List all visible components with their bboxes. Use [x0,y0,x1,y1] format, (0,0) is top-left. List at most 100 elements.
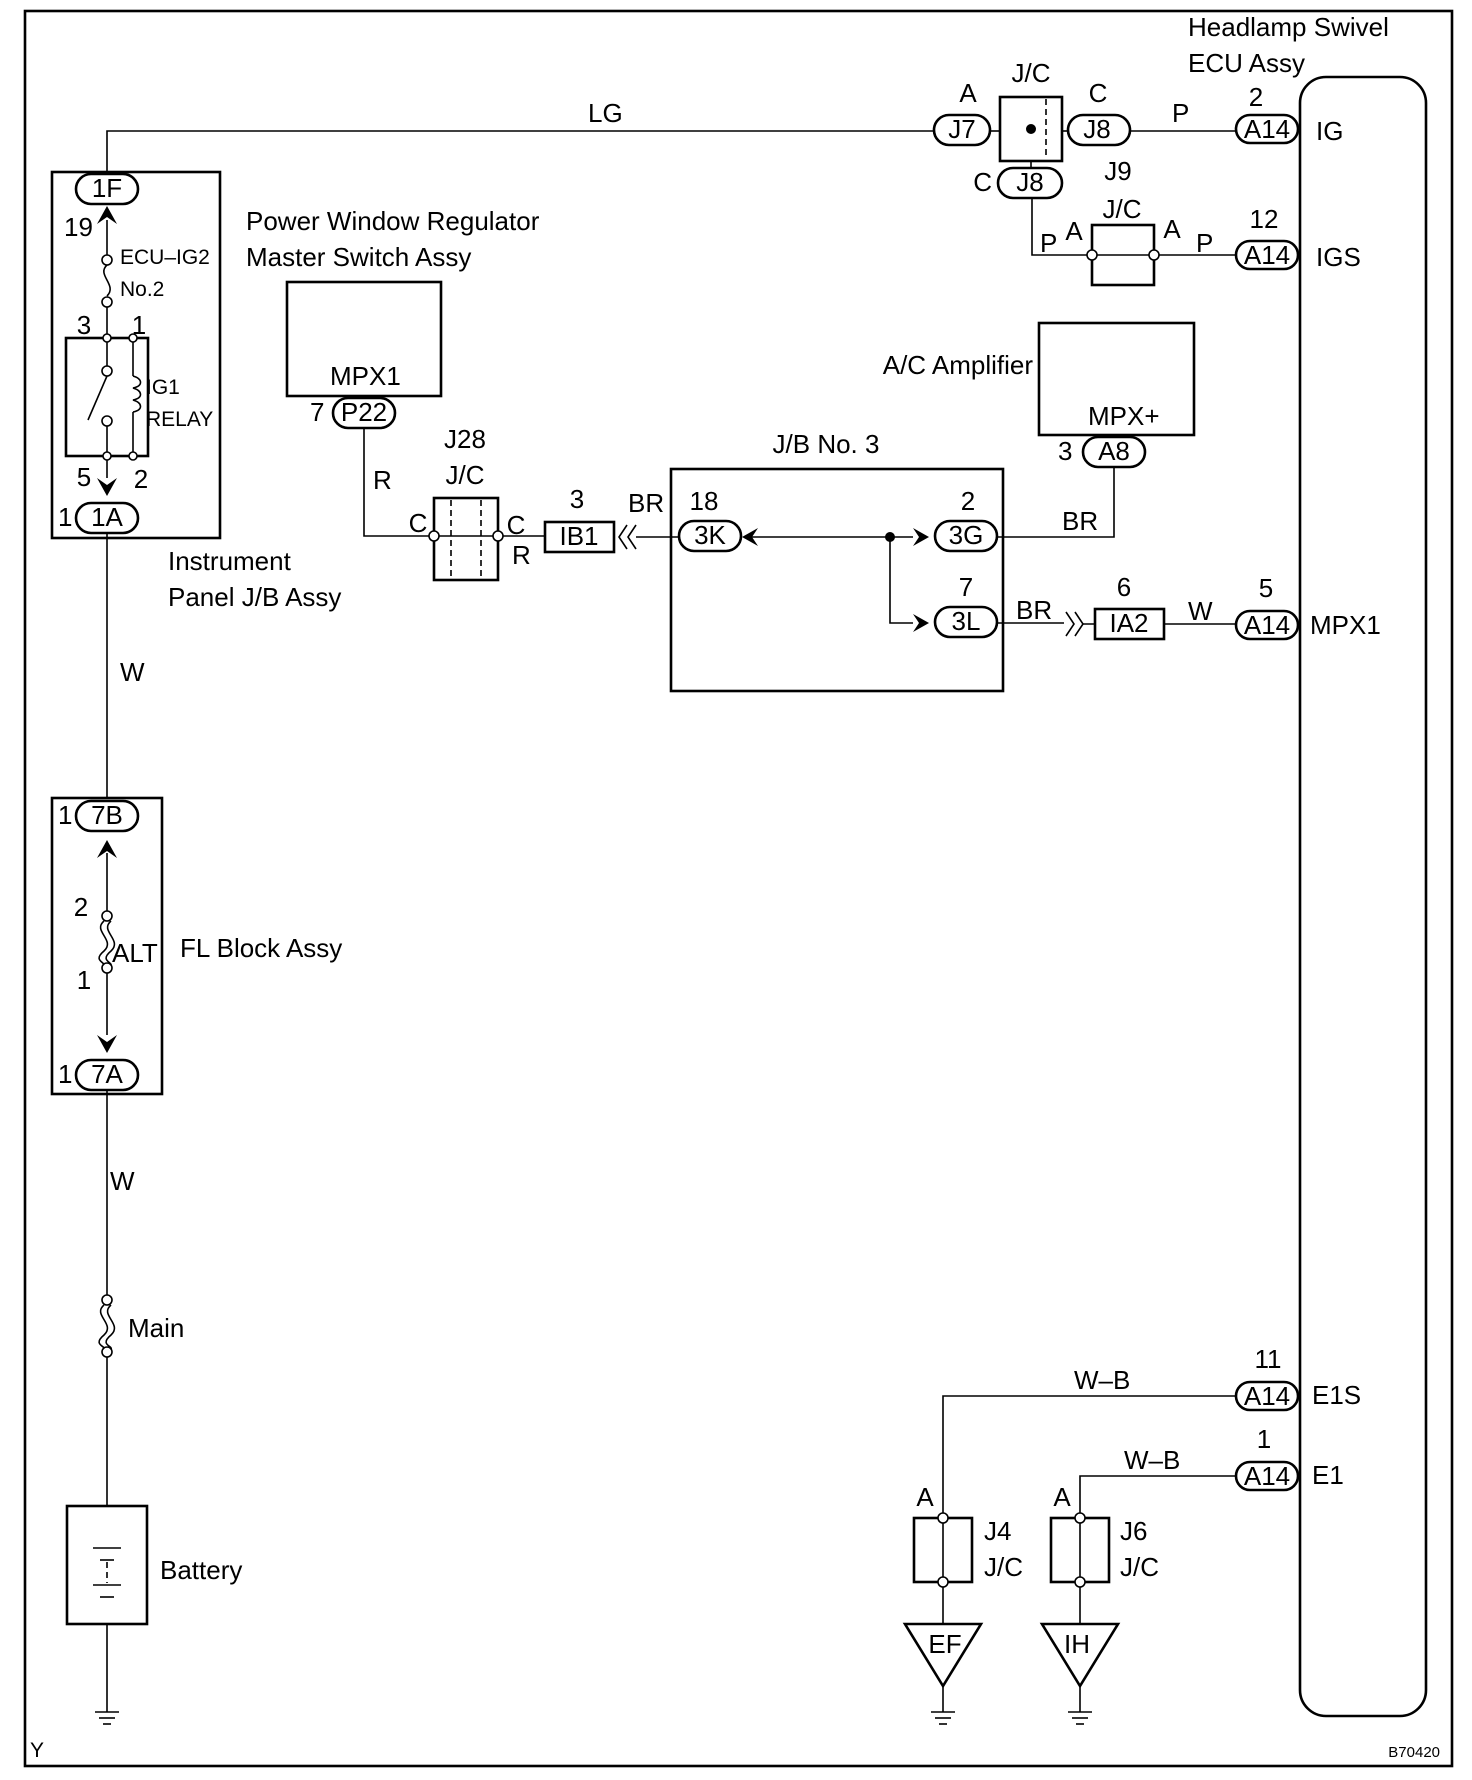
wire-color-w: W [1188,596,1213,626]
connector-arrow-right [913,614,929,632]
wire-br [997,467,1115,538]
terminal-ig: A14 2 IG [1234,82,1343,146]
pin-circle [1074,1576,1086,1588]
connector-code: 7B [91,800,123,830]
power-window-label-line1: Power Window Regulator [246,206,540,236]
junction-id: J6 [1120,1516,1147,1546]
wire-p-branch [1031,198,1092,256]
ac-amplifier-terminal: MPX+ [1088,401,1160,431]
junction-j4: A J4 J/C EF [902,1482,1023,1725]
connector-code: P22 [341,397,387,427]
connector-1f [74,172,140,206]
ground-icon [1068,1711,1092,1725]
wire-color-wb: W–B [1074,1365,1130,1395]
ecu-name-line1: Headlamp Swivel [1188,12,1389,42]
fuse-terminal [101,254,113,266]
connector-box [543,520,616,554]
wire-color-p: P [1172,98,1189,128]
connector-7b [74,799,140,833]
relay-switch-arm [87,375,108,421]
ecu-body [1298,75,1428,1718]
jb-no3-label: J/B No. 3 [773,429,880,459]
fuse-label-line1: ECU–IG2 [120,246,210,269]
pin-number: 5 [1259,573,1273,603]
connector-arrow-down [97,1035,117,1053]
fuse-alt [98,920,109,967]
battery: Battery [65,1504,242,1626]
headlamp-swivel-ecu: Headlamp Swivel ECU Assy [1188,12,1428,1718]
jb-no3: J/B No. 3 3K 18 3G 2 3L 7 [669,429,1005,693]
terminal-name: IGS [1316,242,1361,272]
instrument-panel-label-line1: Instrument [168,546,292,576]
relay-pin-number: 1 [132,310,146,340]
pin-number: 2 [961,486,975,516]
pin-circle [428,530,440,542]
fuse-label: ALT [112,938,158,968]
pin-circle [937,1576,949,1588]
connector-3l [933,605,999,639]
junction-title: J/C [1103,194,1142,224]
connector-code: J8 [1016,167,1043,197]
connector-ib1: IB1 3 [543,484,637,554]
instrument-panel-jb: Instrument Panel J/B Assy 1F 19 ECU–IG2 … [50,170,341,612]
junction-splice [1026,124,1036,134]
wire-color-r: R [512,540,531,570]
connector-code: 3K [694,520,726,550]
pin-letter: C [507,510,526,540]
wire-wb-e1 [1079,1475,1236,1518]
pin-letter: A [1163,214,1181,244]
pin-number: 1 [1257,1424,1271,1454]
fuse-ecu-ig2 [103,264,111,297]
terminal-igs: A14 12 IGS [1234,204,1361,272]
connector-code: J7 [948,114,975,144]
connector-j8 [1066,113,1132,147]
pin-circle [937,1512,949,1524]
ground-icon [931,1711,955,1725]
wire-color-br: BR [628,488,664,518]
fuse-terminal [101,1294,113,1306]
fuse-pin-number: 1 [77,965,91,995]
power-window-label-line2: Master Switch Assy [246,242,471,272]
pin-number: 1 [58,800,72,830]
pin-number: 3 [1058,436,1072,466]
pin-letter: A [1065,216,1083,246]
pin-letter: A [1053,1482,1071,1512]
connector-j8 [996,166,1064,200]
fuse-terminal [101,910,113,922]
connector-a14 [1234,609,1300,641]
connector-arrow-up [97,840,117,858]
terminal-name: MPX1 [1310,610,1381,640]
junction-id: J28 [444,424,486,454]
pin-circle [492,530,504,542]
fuse-main [98,1304,109,1350]
junction-title: J/C [984,1552,1023,1582]
relay-label-line1: IG1 [146,376,180,399]
pin-circle [1074,1512,1086,1524]
relay-pin [128,451,138,461]
connector-arrow-right [913,528,929,546]
connector-ia2: IA2 6 [1065,572,1166,641]
pin-number: 6 [1117,572,1131,602]
connector-3g [933,519,999,553]
internal-wire [889,537,913,624]
ground-point-ef [902,1622,984,1689]
connector-code: 1F [92,173,122,203]
connector-j7 [932,113,992,147]
fuse-pin-number: 2 [74,892,88,922]
junction-j6: A J6 J/C IH [1039,1482,1159,1725]
ground-point-ih [1039,1622,1121,1689]
relay-label-line2: RELAY [146,408,213,431]
connector-code: IA2 [1109,608,1148,638]
wire-color-br: BR [1016,595,1052,625]
wire-color-br: BR [1062,506,1098,536]
ground-point-label: EF [928,1629,961,1659]
ac-amplifier: A/C Amplifier MPX+ A8 3 [883,321,1196,469]
wire-wb-e1s [942,1395,1236,1518]
terminal-name: IG [1316,116,1343,146]
power-window-master-switch: Power Window Regulator Master Switch Ass… [246,206,540,430]
pin-number: 1 [58,502,72,532]
pin-letter: C [1089,78,1108,108]
junction-j28: J28 J/C C C [409,424,526,582]
relay-contact [101,365,113,377]
